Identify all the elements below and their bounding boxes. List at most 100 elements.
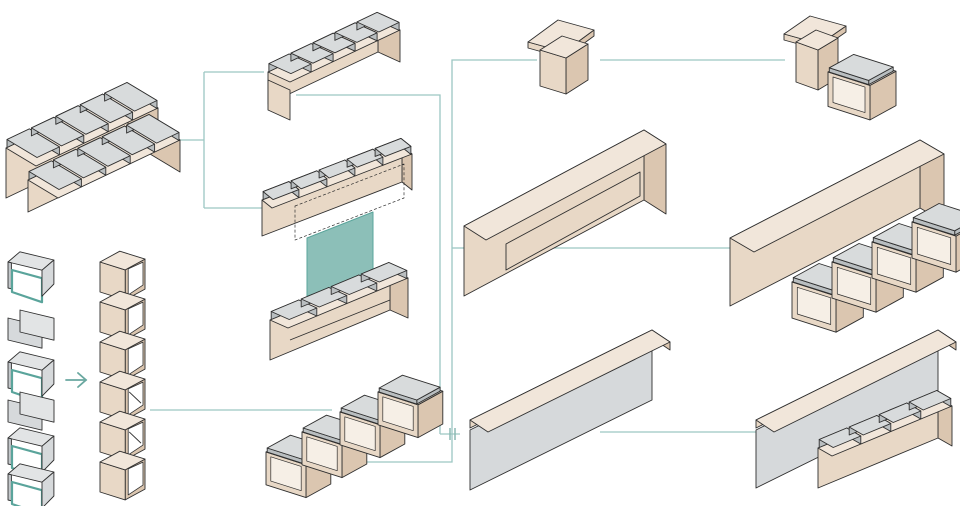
- cushion: [374, 137, 412, 157]
- column-cube-inner: [127, 301, 144, 336]
- cushion-top: [28, 160, 82, 190]
- shelf-with-panel: [261, 137, 413, 361]
- cushion: [30, 116, 85, 147]
- counter-b: [755, 329, 957, 489]
- cushion-top: [77, 137, 131, 167]
- cushion-top: [30, 116, 85, 147]
- cushion-top: [312, 32, 356, 54]
- cushion: [262, 181, 300, 201]
- cube-front-frame: [10, 480, 44, 506]
- exploded-cube-sequence: [7, 251, 55, 506]
- cushion-top: [52, 148, 107, 179]
- cushion-top: [268, 53, 312, 75]
- cube-back-panel: [41, 359, 55, 397]
- table-a-top: [463, 129, 667, 241]
- desk-b-stool: [827, 53, 897, 121]
- exploded-cube: [7, 251, 55, 304]
- exploded-cube: [7, 427, 55, 480]
- stool-cushion: [378, 374, 441, 405]
- stool-opening: [916, 226, 952, 265]
- cube-front-frame: [10, 268, 44, 304]
- stool-opening: [306, 436, 338, 472]
- column-cube-inner: [127, 261, 144, 296]
- cushion: [126, 114, 180, 144]
- cushion: [79, 93, 134, 124]
- cushion-top: [318, 159, 356, 179]
- counter-b-top: [755, 329, 957, 433]
- cushion-top: [360, 262, 408, 283]
- counter-a-top: [469, 329, 671, 433]
- cushion-top: [356, 11, 400, 33]
- desk-a-body: [539, 35, 589, 95]
- stool-opening: [382, 396, 414, 432]
- cushion-top: [334, 22, 378, 43]
- lower-bench-shelf: [289, 299, 391, 341]
- stool-cushion-top: [378, 374, 441, 401]
- table-b-stool-2: [831, 243, 904, 313]
- stool-opening: [270, 456, 302, 492]
- long-bench-cushions: [268, 11, 400, 75]
- right-arrow-icon: [65, 372, 88, 388]
- long-bench-leg: [267, 79, 291, 121]
- cube-back-panel: [41, 471, 55, 506]
- cube-left: [7, 473, 12, 502]
- column-cube-shell-top: [99, 330, 146, 351]
- small-desk-a: [527, 19, 595, 95]
- stacked-cube-column: [99, 250, 146, 501]
- cube-left: [7, 361, 12, 390]
- column-cube-inner: [127, 461, 144, 496]
- table-a-cut: [505, 171, 641, 271]
- desk-a-body-top: [539, 35, 589, 59]
- cushion-top: [262, 181, 300, 201]
- connector-lines: [150, 59, 785, 463]
- front-cushions: [28, 114, 180, 190]
- cushion-top: [346, 148, 384, 168]
- column-cube-shell-top: [99, 290, 146, 311]
- cushion: [334, 22, 378, 43]
- cushion-top: [290, 43, 334, 64]
- desk-b-body-top: [795, 29, 839, 51]
- counter-a: [469, 329, 671, 491]
- column-cube: [99, 370, 146, 421]
- cushion-top: [55, 105, 109, 135]
- exploded-cube: [7, 463, 55, 506]
- column-cube: [99, 250, 146, 301]
- counter-a-top-top: [469, 329, 671, 433]
- cushion: [52, 148, 107, 179]
- cube-left: [7, 437, 12, 466]
- small-desk-b: [783, 15, 897, 121]
- loose-panel-back: [19, 309, 55, 341]
- table-b-top: [729, 139, 945, 253]
- long-table-b: [729, 139, 960, 333]
- cushion-top: [6, 128, 60, 158]
- column-cube-shell-top: [99, 410, 146, 431]
- top-cabinet-cushions: [262, 137, 412, 201]
- desk-b-body: [795, 29, 839, 91]
- rear-cushions: [6, 82, 158, 158]
- cushion: [290, 43, 334, 64]
- cushion: [101, 125, 156, 156]
- top-cabinet-dashed: [294, 163, 405, 241]
- cushion: [360, 262, 408, 283]
- long-bench: [267, 11, 401, 121]
- column-cube-diagonal: [128, 391, 142, 404]
- table-b: [729, 139, 945, 307]
- stool-opening: [876, 246, 912, 285]
- line-break-icon: [449, 428, 456, 440]
- cushion-top: [908, 390, 952, 411]
- lower-bench-cushions: [270, 262, 408, 320]
- counter-b-top-top: [755, 329, 957, 433]
- furniture-layer: [5, 11, 960, 506]
- top-cabinet: [261, 145, 413, 237]
- column-cube-inner: [127, 341, 144, 376]
- cushion: [28, 160, 82, 190]
- connector-double-bench-split: [160, 71, 264, 209]
- stool-opening: [344, 416, 376, 452]
- stool-cushion: [912, 203, 960, 236]
- column-cube-shell-top: [99, 450, 146, 471]
- stool-4: [377, 374, 444, 439]
- stool-opening: [832, 76, 866, 113]
- cushion: [55, 105, 109, 135]
